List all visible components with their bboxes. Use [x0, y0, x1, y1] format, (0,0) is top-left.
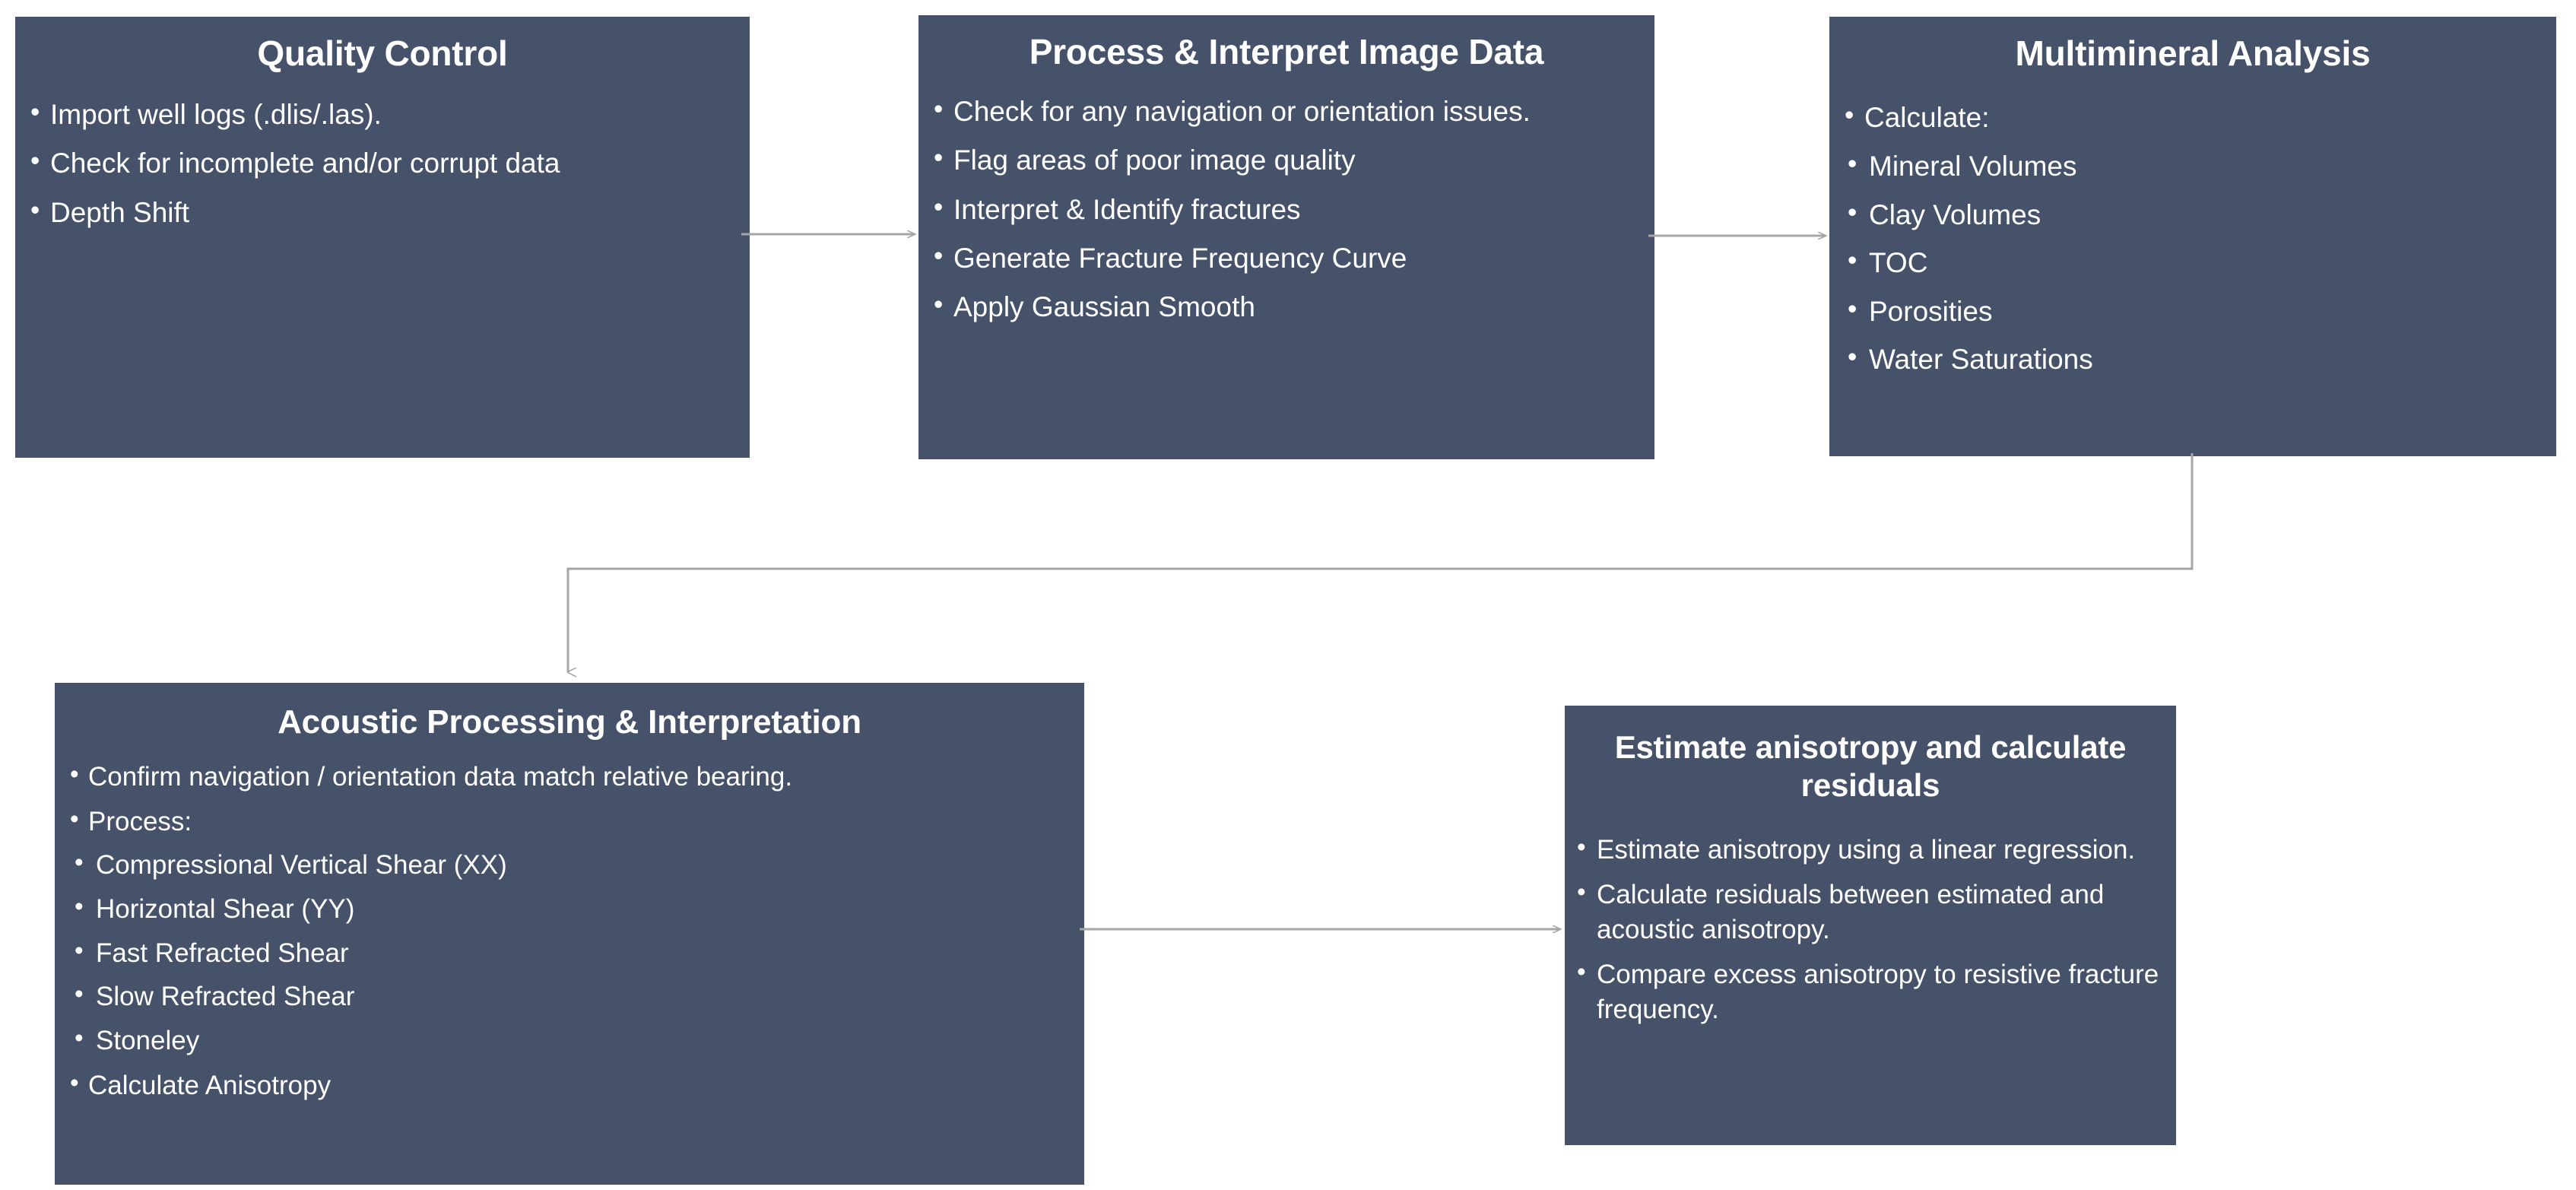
- sub-bullet-item: Fast Refracted Shear: [55, 935, 1084, 971]
- bullet-item: Depth Shift: [15, 193, 742, 231]
- flowchart-node-quality-control[interactable]: Quality Control Import well logs (.dlis/…: [15, 17, 750, 458]
- node-body: Import well logs (.dlis/.las). Check for…: [15, 95, 750, 231]
- bullet-item: Interpret & Identify fractures: [918, 190, 1632, 228]
- sub-bullet-item: Horizontal Shear (YY): [55, 891, 1084, 927]
- bullet-item: Import well logs (.dlis/.las).: [15, 95, 742, 133]
- bullet-item: Calculate Anisotropy: [55, 1067, 1084, 1103]
- bullet-item: Estimate anisotropy using a linear regre…: [1565, 831, 2162, 868]
- bullet-item: Check for any navigation or orientation …: [918, 92, 1632, 130]
- sub-bullet-item: Stoneley: [55, 1023, 1084, 1058]
- node-body: Estimate anisotropy using a linear regre…: [1565, 831, 2176, 1027]
- connector-multimineral-to-acoustic: [563, 453, 2213, 689]
- flowchart-node-acoustic-processing-interpretation[interactable]: Acoustic Processing & Interpretation Con…: [55, 683, 1084, 1185]
- bullet-item: Confirm navigation / orientation data ma…: [55, 758, 1084, 795]
- sub-bullet-item: TOC: [1829, 243, 2556, 281]
- bullet-list: Confirm navigation / orientation data ma…: [55, 758, 1084, 839]
- flowchart-node-multimineral-analysis[interactable]: Multimineral Analysis Calculate: Mineral…: [1829, 17, 2556, 456]
- connector-acoustic-to-estimate: [1080, 912, 1574, 949]
- sub-bullet-item: Porosities: [1829, 292, 2556, 329]
- bullet-item: Compare excess anisotropy to resistive f…: [1565, 956, 2162, 1027]
- sub-bullet-list: Compressional Vertical Shear (XX) Horizo…: [55, 847, 1084, 1058]
- node-title: Estimate anisotropy and calculate residu…: [1614, 729, 2127, 804]
- bullet-list: Check for any navigation or orientation …: [918, 92, 1632, 325]
- bullet-item: Process:: [55, 803, 1084, 839]
- bullet-list: Estimate anisotropy using a linear regre…: [1565, 831, 2162, 1027]
- node-title: Multimineral Analysis: [2015, 33, 2371, 73]
- bullet-item: Generate Fracture Frequency Curve: [918, 239, 1632, 277]
- sub-bullet-item: Slow Refracted Shear: [55, 979, 1084, 1014]
- node-body: Confirm navigation / orientation data ma…: [55, 758, 1084, 1103]
- bullet-item: Apply Gaussian Smooth: [918, 287, 1632, 325]
- sub-bullet-item: Mineral Volumes: [1829, 147, 2556, 184]
- node-title: Quality Control: [257, 33, 508, 73]
- flowchart-node-process-interpret-image-data[interactable]: Process & Interpret Image Data Check for…: [918, 15, 1654, 459]
- flowchart-node-estimate-anisotropy-calculate-residuals[interactable]: Estimate anisotropy and calculate residu…: [1565, 706, 2176, 1145]
- bullet-item: Check for incomplete and/or corrupt data: [15, 144, 742, 182]
- bullet-list: Calculate Anisotropy: [55, 1067, 1084, 1103]
- bullet-item: Calculate:: [1829, 98, 2556, 136]
- sub-bullet-item: Water Saturations: [1829, 340, 2556, 377]
- node-title: Acoustic Processing & Interpretation: [278, 703, 861, 741]
- sub-bullet-item: Compressional Vertical Shear (XX): [55, 847, 1084, 883]
- connector-quality-control-to-process-image: [741, 219, 924, 249]
- sub-bullet-list: Mineral Volumes Clay Volumes TOC Porosit…: [1829, 147, 2556, 377]
- node-body: Calculate: Mineral Volumes Clay Volumes …: [1829, 98, 2556, 377]
- node-body: Check for any navigation or orientation …: [918, 92, 1654, 325]
- elbow-arrow-line: [566, 453, 2194, 672]
- node-title: Process & Interpret Image Data: [1029, 32, 1544, 71]
- connector-process-image-to-multimineral: [1648, 221, 1835, 251]
- bullet-list: Calculate:: [1829, 98, 2556, 136]
- sub-bullet-item: Clay Volumes: [1829, 195, 2556, 233]
- bullet-item: Flag areas of poor image quality: [918, 141, 1632, 179]
- bullet-list: Import well logs (.dlis/.las). Check for…: [15, 95, 742, 231]
- bullet-item: Calculate residuals between estimated an…: [1565, 876, 2162, 947]
